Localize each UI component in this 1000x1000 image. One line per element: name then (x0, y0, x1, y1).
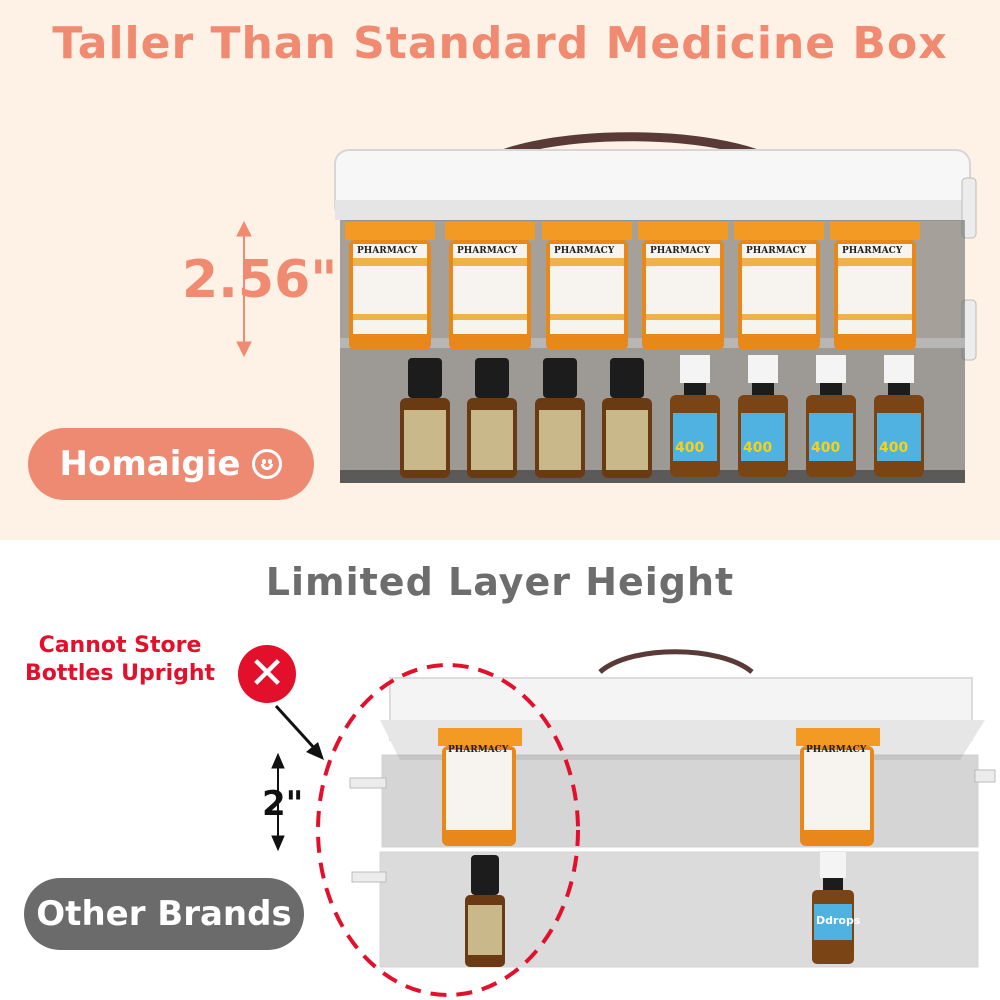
vitamin-label: 400 (811, 440, 840, 456)
bottle-label: PHARMACY (746, 246, 807, 256)
smile-icon (252, 449, 283, 479)
lid-clip (961, 177, 977, 239)
brand-label: Other Brands (36, 894, 292, 934)
box-handle (598, 649, 754, 674)
height-arrow-top (236, 220, 252, 358)
height-arrow-bottom (271, 752, 285, 852)
pill-bottle-cut: PHARMACY (438, 728, 522, 846)
top-height-label: 2.56" (182, 250, 338, 310)
vitamin-label: 400 (743, 440, 772, 456)
bottle-label: PHARMACY (806, 745, 867, 755)
warning-text: Cannot Store Bottles Upright (24, 633, 216, 686)
bottle-label: PHARMACY (457, 246, 518, 256)
vitamin-label: 400 (879, 440, 908, 456)
bottle-label: PHARMACY (842, 246, 903, 256)
bottom-title: Limited Layer Height (265, 560, 735, 604)
bottle-label: PHARMACY (357, 246, 418, 256)
highlight-ellipse (316, 663, 580, 997)
bottle-label: PHARMACY (554, 246, 615, 256)
bottle-label: PHARMACY (448, 745, 509, 755)
other-brands-badge: Other Brands (24, 878, 304, 950)
top-title: Taller Than Standard Medicine Box (52, 18, 948, 69)
vitamin-label: 400 (675, 440, 704, 456)
essential-oil-bottles (400, 358, 652, 478)
bottle-label: PHARMACY (650, 246, 711, 256)
pill-bottle-cut: PHARMACY (796, 728, 880, 846)
homaigie-badge: Homaigie (28, 428, 314, 500)
homaigie-box: PHARMACY PHARMACY PHARMACY PHARMACY PHAR… (334, 132, 977, 483)
bottom-height-label: 2" (262, 784, 304, 824)
drops-label: Ddrops (816, 914, 861, 927)
essential-oil-bottle (465, 855, 505, 967)
ddrops-bottle: Ddrops (812, 852, 861, 964)
vitamin-d-bottles (670, 355, 924, 477)
pointer-arrow (274, 704, 324, 760)
brand-label: Homaigie (59, 444, 241, 484)
x-mark-icon: ✕ (238, 645, 296, 703)
other-brand-box: PHARMACY PHARMACY Ddrops (349, 649, 996, 968)
pill-bottle-labels: PHARMACY PHARMACY PHARMACY PHARMACY PHAR… (357, 246, 903, 256)
